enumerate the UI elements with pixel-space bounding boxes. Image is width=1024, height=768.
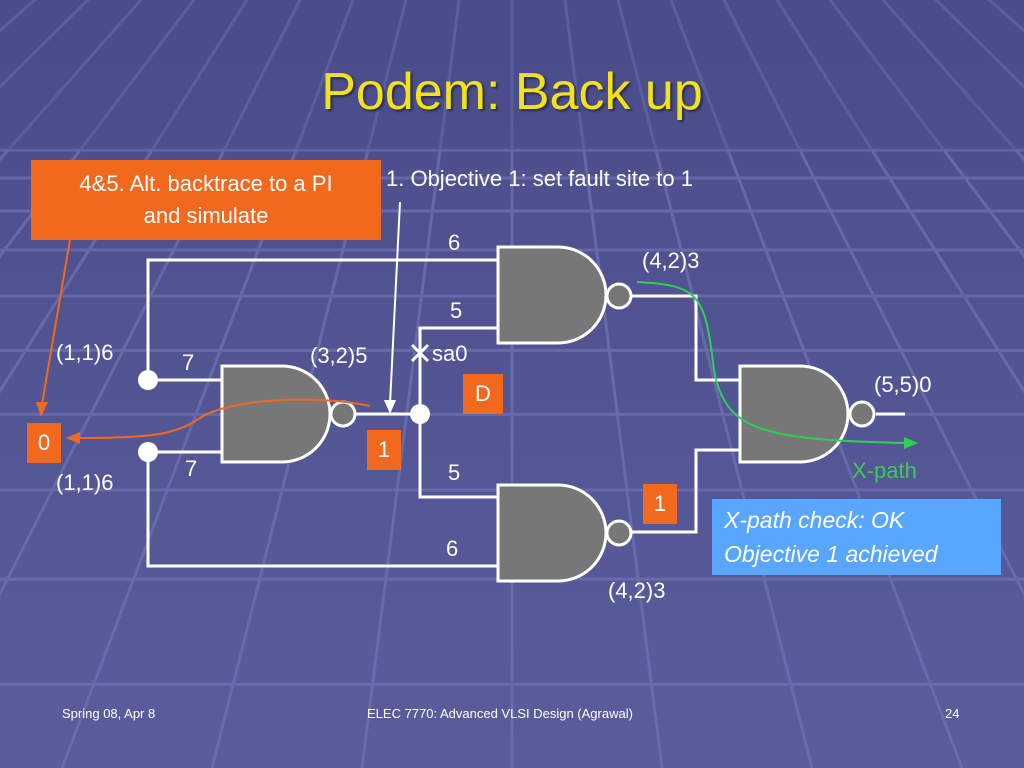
fault-marker-icon — [410, 343, 430, 363]
d-value-box: D — [463, 374, 503, 414]
input-gate-input1-label: 7 — [182, 350, 195, 375]
x-path-line — [636, 281, 906, 444]
top-gate-input1-label: 6 — [448, 230, 461, 255]
pi-value-box: 0 — [27, 423, 61, 463]
nand-gate-top — [496, 245, 608, 345]
slide-title: Podem: Back up — [321, 63, 703, 121]
fanout-junction — [138, 370, 158, 390]
inverter-bubble — [329, 400, 357, 428]
output-gate-label: (5,5)0 — [874, 372, 932, 397]
footer-date: Spring 08, Apr 8 — [62, 706, 156, 721]
x-path-label: X-path — [852, 458, 917, 483]
inverter-bubble — [605, 519, 633, 547]
simulation-arrowhead — [66, 432, 80, 444]
input-gate-input2-label: 7 — [185, 456, 198, 481]
nand-gate-input — [220, 364, 332, 464]
fanout-junction — [138, 442, 158, 462]
bottom-gate-value-box: 1 — [643, 484, 677, 524]
fault-site-value-box: 1 — [367, 430, 401, 470]
nand-gate-output — [738, 364, 850, 464]
backtrace-callout-line1: 4&5. Alt. backtrace to a PI — [79, 171, 333, 196]
x-path-arrowhead — [904, 437, 918, 449]
input-gate-output-label: (3,2)5 — [310, 343, 368, 368]
backtrace-arrowhead — [36, 402, 48, 417]
pi-top-label: (1,1)6 — [56, 340, 114, 365]
fault-label: sa0 — [432, 341, 468, 366]
backtrace-callout-line2: and simulate — [143, 203, 269, 228]
bottom-gate-output-label: (4,2)3 — [608, 578, 666, 603]
circuit-wires — [146, 258, 905, 568]
inverter-bubble — [605, 282, 633, 310]
top-gate-input2-label: 5 — [450, 298, 463, 323]
inverter-bubble — [848, 400, 876, 428]
nand-gate-bottom — [496, 483, 608, 583]
backtrace-arrow — [41, 239, 71, 405]
simulation-path — [79, 398, 371, 439]
page-number: 24 — [945, 706, 960, 721]
xpath-callout-line2: Objective 1 achieved — [724, 541, 938, 567]
backtrace-callout: 4&5. Alt. backtrace to a PI and simulate — [31, 160, 381, 240]
bottom-gate-input1-label: 5 — [448, 460, 461, 485]
pi-bottom-label: (1,1)6 — [56, 470, 114, 495]
objective-arrow — [384, 201, 401, 414]
footer-course: ELEC 7770: Advanced VLSI Design (Agrawal… — [367, 706, 633, 721]
objective-text: 1. Objective 1: set fault site to 1 — [386, 166, 693, 191]
top-gate-output-label: (4,2)3 — [642, 248, 700, 273]
xpath-callout-line1: X-path check: OK — [724, 507, 905, 533]
xpath-check-callout: X-path check: OK Objective 1 achieved — [712, 499, 1001, 575]
bottom-gate-input2-label: 6 — [446, 536, 459, 561]
fanout-junction — [410, 404, 430, 424]
